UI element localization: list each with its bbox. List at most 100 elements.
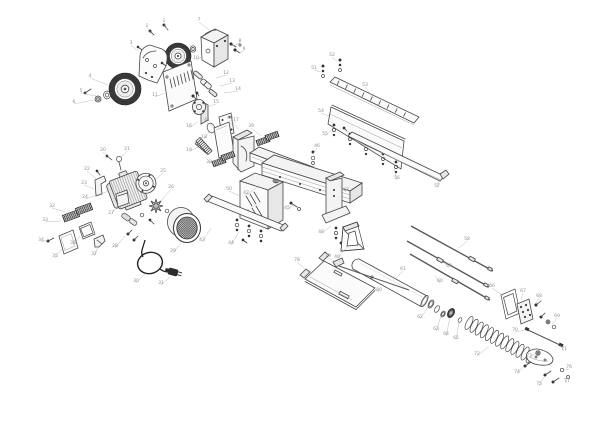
callout-number: 41 bbox=[204, 117, 210, 123]
callout-number: 56 bbox=[394, 175, 400, 181]
callout-number: 19 bbox=[186, 147, 192, 153]
rubber-pads-left bbox=[61, 202, 94, 223]
callout-number: 50 bbox=[226, 186, 232, 192]
callout-number: 28 bbox=[112, 243, 118, 249]
callout-leader bbox=[152, 172, 164, 182]
callout-number: 44 bbox=[228, 240, 234, 246]
callout-number: 6 bbox=[73, 99, 76, 105]
callout-leader bbox=[232, 42, 241, 47]
callout-number: 68 bbox=[536, 293, 542, 299]
callout-number: 13 bbox=[229, 78, 235, 84]
callout-leader bbox=[516, 366, 524, 375]
lower-rail bbox=[342, 126, 450, 182]
callout-number: 12 bbox=[223, 70, 229, 76]
callout-number: 53 bbox=[362, 82, 368, 88]
callout-leader bbox=[146, 27, 154, 37]
callout-leader bbox=[551, 317, 558, 325]
callout-leader bbox=[286, 204, 294, 211]
callout-leader bbox=[93, 246, 99, 257]
callout-number: 52 bbox=[329, 52, 335, 58]
gear-pump bbox=[191, 91, 209, 125]
rail-bolts bbox=[234, 218, 264, 244]
callout-leader bbox=[324, 127, 334, 137]
callout-number: 42 bbox=[243, 190, 249, 196]
callout-number: 37 bbox=[91, 251, 97, 257]
callout-number: 18 bbox=[201, 134, 207, 140]
callout-number: 77 bbox=[564, 378, 570, 384]
callout-number: 78 bbox=[294, 257, 300, 263]
callout-number: 40 bbox=[227, 115, 233, 121]
callout-number: 46 bbox=[314, 143, 320, 149]
callout-leader bbox=[458, 240, 468, 249]
side-panel bbox=[327, 104, 406, 170]
callout-number: 55 bbox=[322, 131, 328, 137]
cover-plate-left bbox=[58, 229, 79, 255]
callout-leader bbox=[83, 184, 95, 190]
callout-number: 63 bbox=[433, 326, 439, 332]
callout-number: 1 bbox=[146, 23, 149, 29]
callout-leader bbox=[110, 202, 120, 216]
callout-leader bbox=[313, 69, 322, 73]
callout-number: 60 bbox=[437, 278, 443, 284]
callout-number: 29 bbox=[170, 248, 176, 254]
callout-number: 70 bbox=[512, 327, 518, 333]
callout-leader bbox=[393, 168, 398, 181]
vent-plate bbox=[162, 60, 198, 112]
callout-leader bbox=[336, 246, 348, 260]
callout-number: 64 bbox=[443, 331, 449, 337]
callout-leader bbox=[371, 286, 380, 293]
cylinder-tube bbox=[351, 258, 429, 308]
callout-number: 30 bbox=[133, 278, 139, 284]
tie-rods bbox=[406, 225, 494, 301]
callout-number: 62 bbox=[417, 314, 423, 320]
callout-leader bbox=[476, 346, 489, 357]
callout-number: 5 bbox=[80, 88, 83, 94]
callout-number: 61 bbox=[400, 266, 406, 272]
link-rod bbox=[524, 326, 564, 348]
callout-leader bbox=[228, 190, 241, 197]
callout-number: 34 bbox=[38, 237, 44, 243]
callout-leader bbox=[538, 376, 545, 387]
callout-number: 76 bbox=[566, 364, 572, 370]
support-column bbox=[321, 171, 351, 224]
skid-foot bbox=[526, 348, 554, 366]
callout-leader bbox=[312, 147, 318, 155]
callout-leader bbox=[229, 119, 240, 131]
callout-number: 27 bbox=[108, 210, 114, 216]
callout-leader bbox=[163, 22, 169, 32]
eye-bolt bbox=[105, 154, 122, 171]
callout-leader bbox=[102, 151, 111, 159]
callout-leader bbox=[201, 227, 212, 243]
callout-number: 39 bbox=[248, 123, 254, 129]
callout-leader bbox=[154, 92, 166, 98]
callout-leader bbox=[434, 275, 441, 284]
callout-leader bbox=[320, 112, 330, 117]
callout-leader bbox=[205, 103, 217, 108]
callout-number: 59 bbox=[446, 263, 452, 269]
rubber-pads-beam bbox=[211, 130, 280, 168]
callout-leader bbox=[520, 292, 524, 301]
callout-leader bbox=[172, 242, 182, 254]
callout-number: 58 bbox=[464, 236, 470, 242]
callout-leader bbox=[331, 56, 339, 63]
callout-number: 24 bbox=[82, 194, 88, 200]
callout-leader bbox=[72, 235, 81, 246]
callout-leader bbox=[44, 220, 62, 223]
callout-number: 71 bbox=[561, 346, 567, 352]
callout-number: 69 bbox=[554, 313, 560, 319]
callout-number: 75 bbox=[536, 381, 542, 387]
callout-leader bbox=[327, 257, 337, 263]
callout-leader bbox=[435, 315, 442, 332]
callout-leader bbox=[135, 271, 148, 284]
callout-leader bbox=[89, 77, 109, 86]
callout-number: 67 bbox=[520, 288, 526, 294]
callout-leader bbox=[120, 150, 128, 159]
guard-rail-bolts bbox=[321, 58, 342, 78]
callout-leader bbox=[563, 377, 568, 384]
callout-leader bbox=[419, 306, 429, 320]
callout-number: 38 bbox=[206, 159, 212, 165]
callout-number: 32 bbox=[49, 203, 55, 209]
